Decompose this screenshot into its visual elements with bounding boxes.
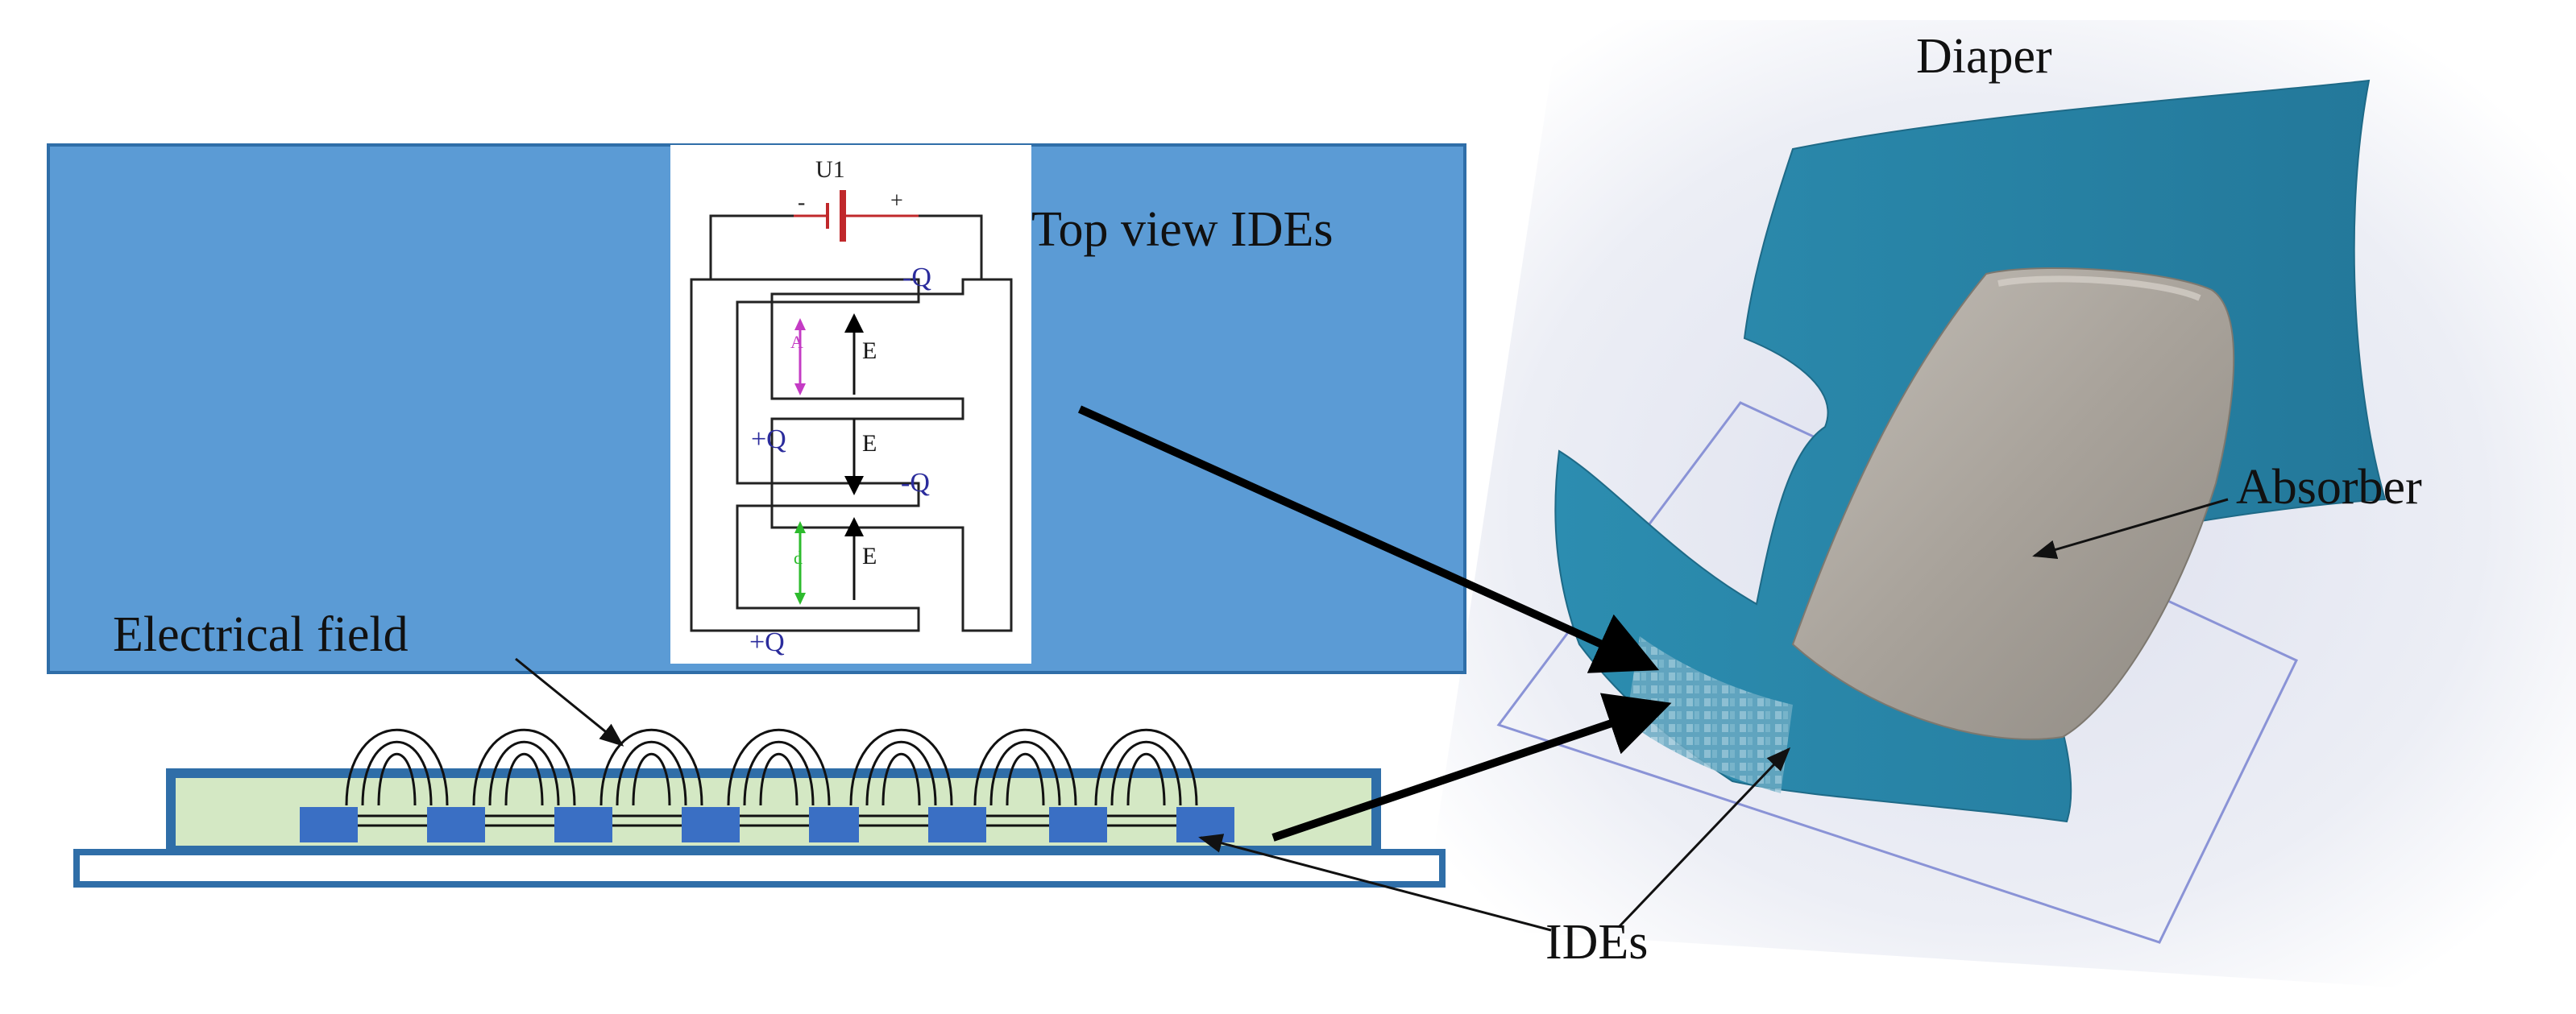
charge-neg-top: -Q [902,263,931,292]
battery-icon [826,190,846,242]
source-label: U1 [815,156,845,183]
electrical-field-label: Electrical field [113,607,409,662]
electrode [1049,807,1107,842]
charge-pos-bottom: +Q [749,627,785,657]
left-comb-electrode [690,278,920,632]
source-plus: + [890,188,903,213]
absorber-rim [1997,275,2201,301]
ide-pattern-on-diaper [1626,636,1793,793]
field-lines-internal [358,814,1176,827]
cross-section-to-diaper-arrow [1271,693,1672,842]
ides-to-diaper-pointer [1618,747,1791,928]
absorber-pad [1791,267,2235,740]
charge-neg-mid: -Q [901,468,930,498]
top-view-to-diaper-arrow [1077,405,1660,673]
top-view-label: Top view IDEs [1031,202,1333,257]
electrode [809,807,859,842]
field-label-2: E [862,430,877,457]
electrode [682,807,740,842]
electrode [427,807,485,842]
gap-marker-a [794,318,806,395]
diaper-label: Diaper [1916,29,2052,84]
charge-pos-mid: +Q [751,424,786,454]
top-view-panel: U1 - + -Q +Q -Q +Q [47,143,1466,674]
diaper-render [1422,20,2576,999]
absorber-pointer [2032,498,2229,559]
gap-marker-d [794,521,806,605]
source-minus: - [798,190,805,215]
sensing-layer [166,768,1381,855]
gap-label-a: A [790,332,803,352]
electrode [928,807,986,842]
gap-label-d: d [794,548,803,568]
electrode [300,807,358,842]
schematic-card [670,145,1031,664]
electrode [554,807,612,842]
electrode [1176,807,1234,842]
field-label-3: E [862,543,877,569]
base-substrate [73,849,1446,888]
ide-schematic: U1 - + -Q +Q -Q +Q [690,156,1013,657]
right-comb-electrode [770,278,1013,632]
ides-to-cross-section-pointer [1198,834,1552,932]
arrow-icon [515,405,2229,932]
ides-label: IDEs [1545,915,1648,970]
electrical-field-pointer [515,657,624,747]
field-label-1: E [862,337,877,364]
electrodes [300,807,1234,842]
cross-section [73,728,1446,888]
field-arcs [345,728,1198,806]
absorber-label: Absorber [2236,460,2422,515]
